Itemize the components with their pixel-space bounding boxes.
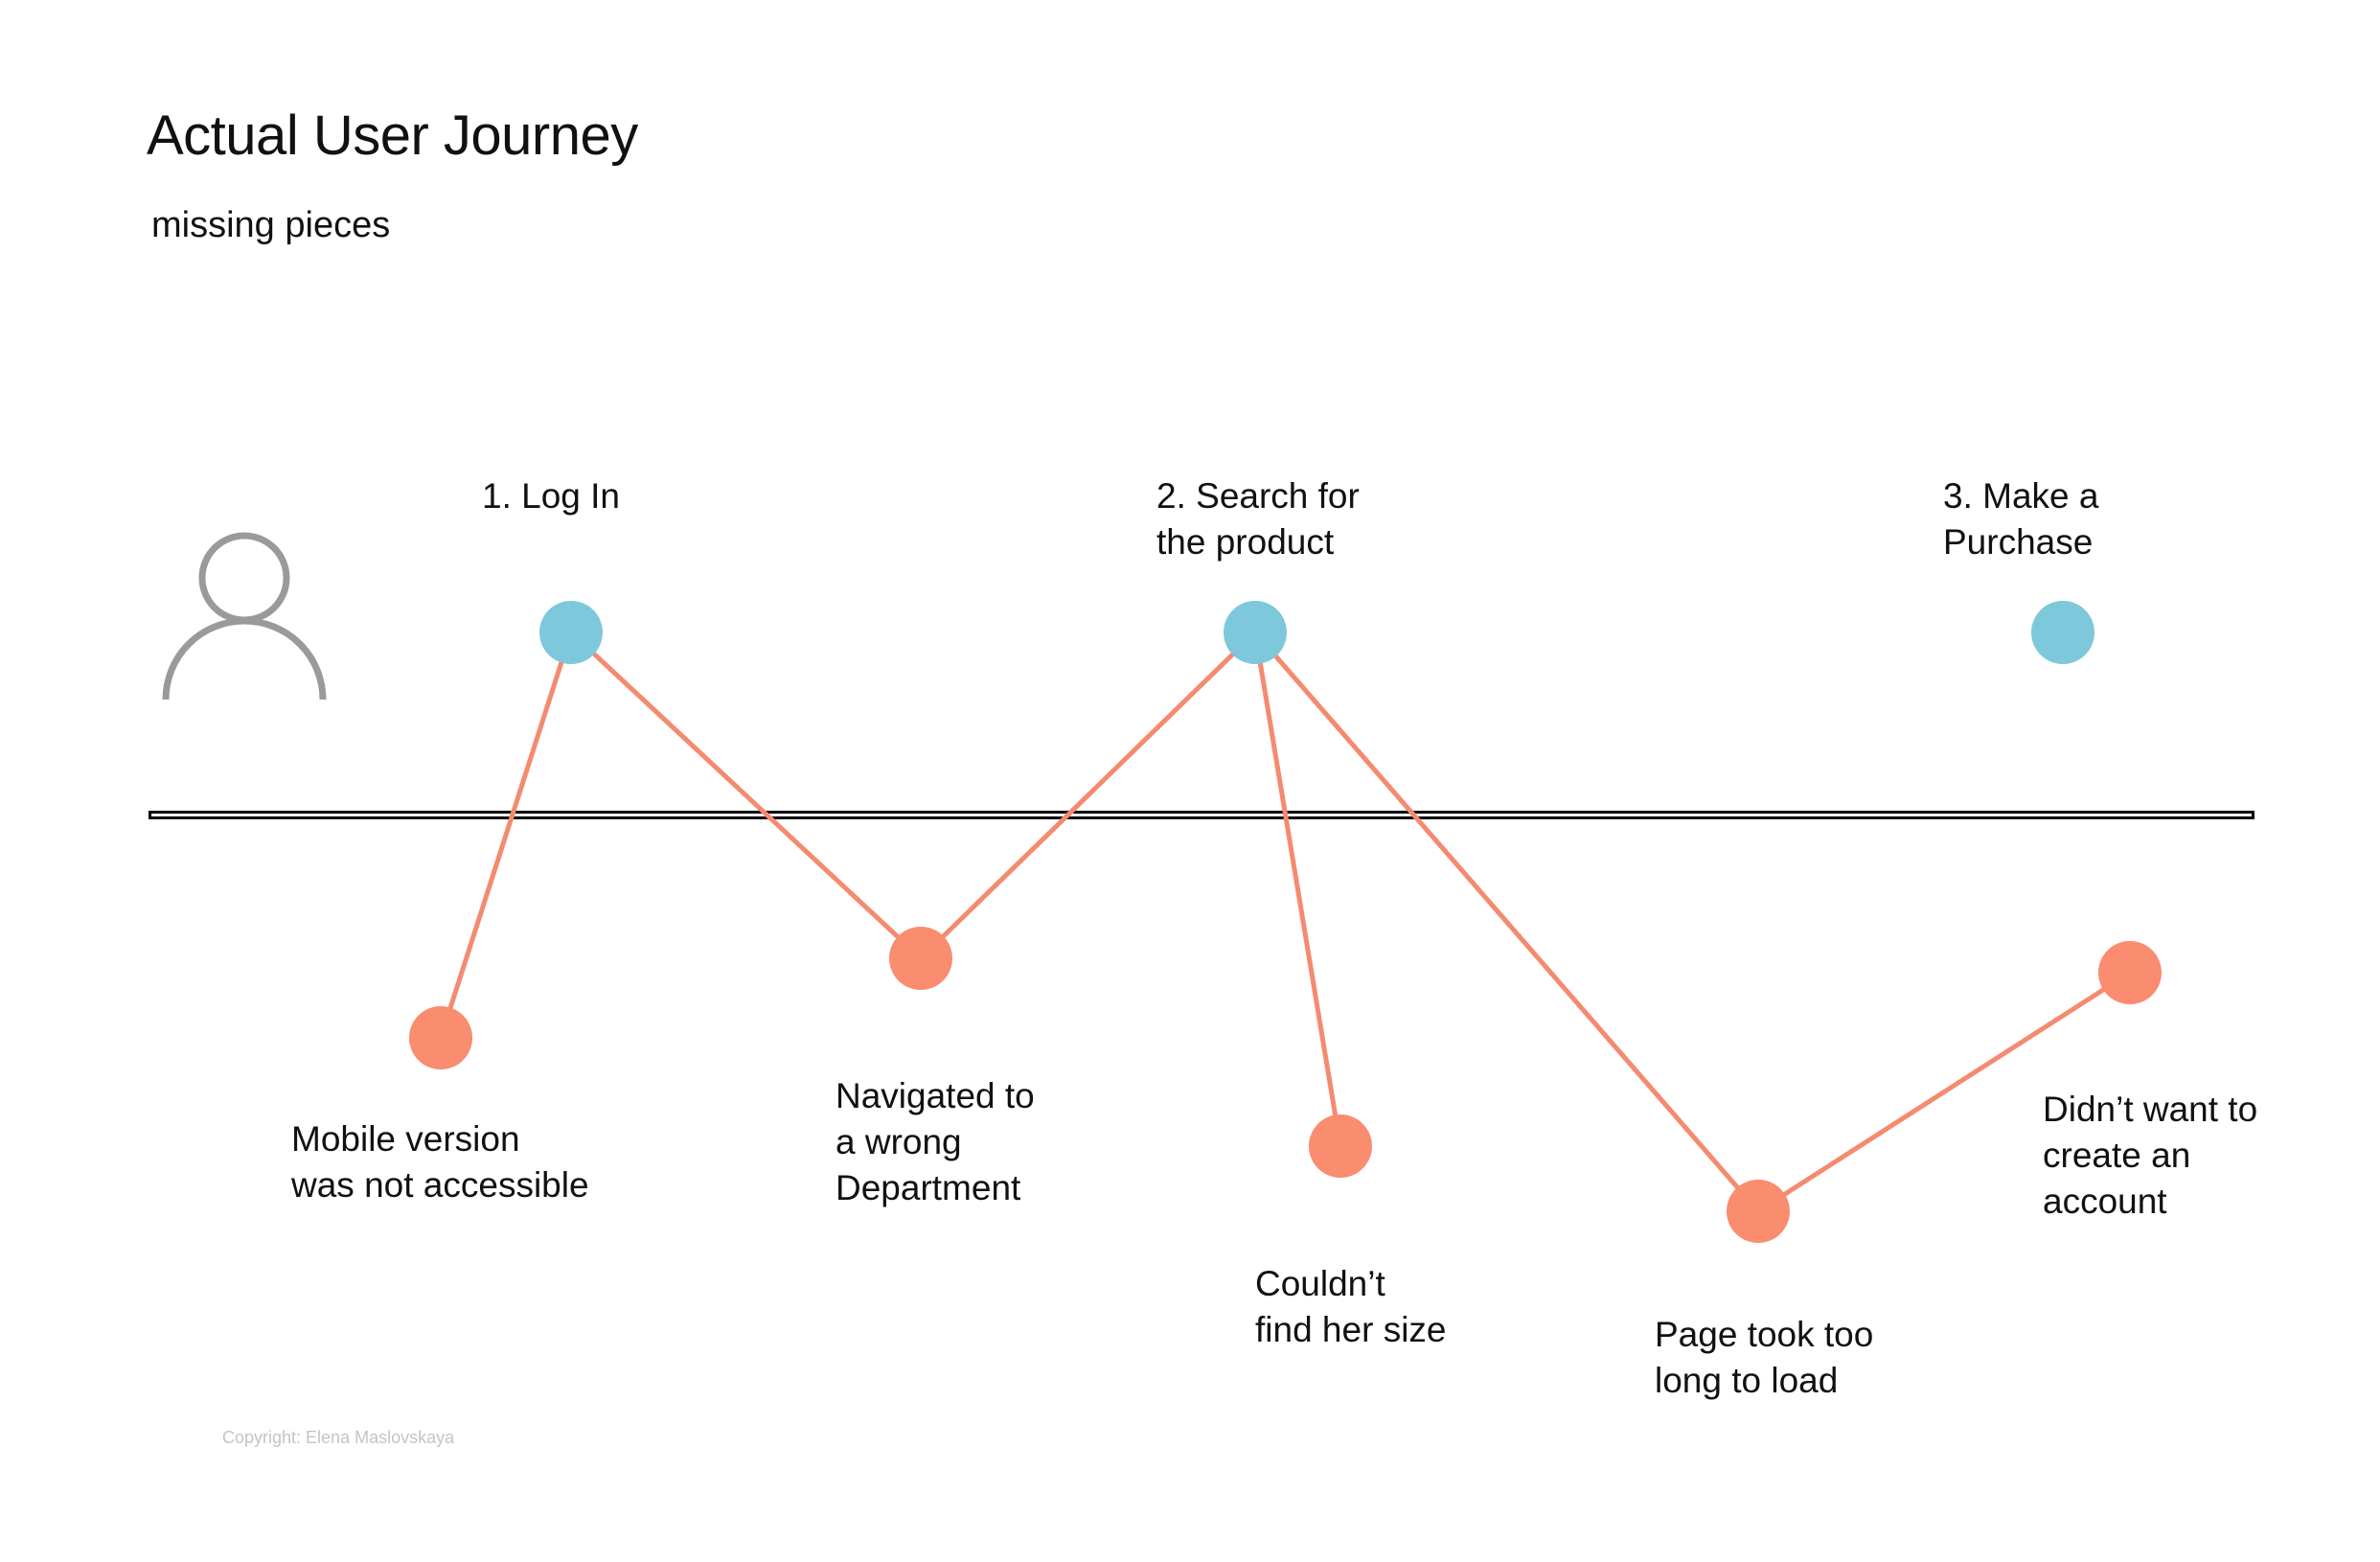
- stage-nodes: [539, 601, 2094, 664]
- connections: [438, 630, 2133, 1214]
- pain-label-size: Couldn’t find her size: [1255, 1264, 1447, 1349]
- pain-node-account: [2098, 941, 2162, 1004]
- stage-label-search: 2. Search for the product: [1156, 476, 1360, 562]
- baseline: [149, 811, 2254, 819]
- stage-node-purchase: [2031, 601, 2094, 664]
- pain-node-department: [889, 927, 952, 990]
- pain-label-load: Page took too long to load: [1655, 1315, 1874, 1400]
- connector-department-search: [918, 630, 1258, 961]
- connector-load-account: [1755, 970, 2133, 1214]
- stage-label-purchase: 3. Make a Purchase: [1943, 476, 2099, 562]
- stage-node-search: [1224, 601, 1287, 664]
- stage-label-login: 1. Log In: [482, 476, 621, 516]
- user-icon: [162, 532, 327, 701]
- pain-node-load: [1727, 1180, 1790, 1243]
- connector-login-department: [568, 630, 924, 961]
- pain-point-nodes: [409, 927, 2162, 1243]
- pain-label-account: Didn’t want to create an account: [2043, 1090, 2258, 1221]
- pain-label-department: Navigated to a wrong Department: [835, 1076, 1035, 1207]
- connector-search-size: [1252, 630, 1343, 1149]
- page-subtitle: missing pieces: [151, 205, 391, 245]
- pain-node-mobile: [409, 1006, 472, 1069]
- page-title: Actual User Journey: [147, 104, 638, 167]
- connector-search-load: [1252, 630, 1761, 1214]
- pain-node-size: [1309, 1114, 1372, 1178]
- stage-node-login: [539, 601, 603, 664]
- pain-label-mobile: Mobile version was not accessible: [291, 1119, 589, 1205]
- connector-mobile-login: [438, 630, 574, 1041]
- copyright-text: Copyright: Elena Maslovskaya: [222, 1428, 455, 1447]
